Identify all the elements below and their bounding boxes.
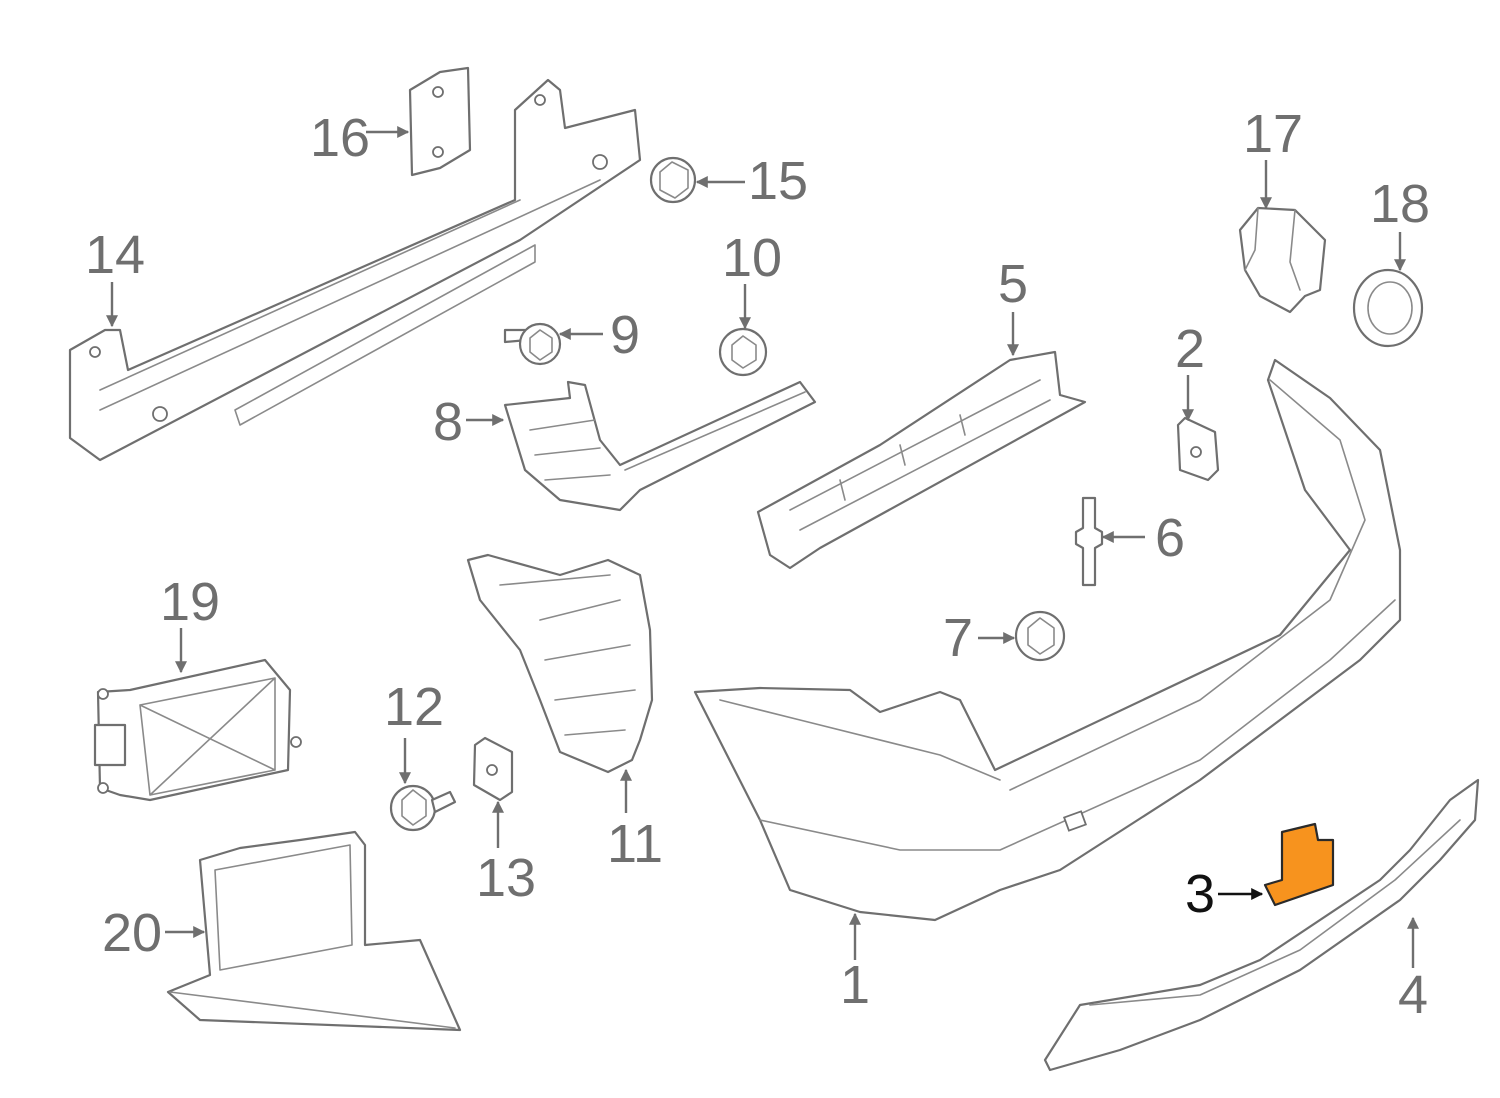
callout-3[interactable]: 3: [1185, 864, 1215, 924]
part-9-bolt[interactable]: [503, 322, 562, 366]
callout-13[interactable]: 13: [476, 848, 536, 908]
callout-4[interactable]: 4: [1398, 965, 1428, 1025]
callout-15[interactable]: 15: [748, 151, 808, 211]
callout-14[interactable]: 14: [85, 225, 145, 285]
part-11-corner-bracket[interactable]: [466, 553, 654, 774]
callout-1[interactable]: 1: [840, 955, 870, 1015]
callout-2[interactable]: 2: [1175, 319, 1205, 379]
part-15-nut[interactable]: [649, 156, 697, 204]
part-19-radar-module[interactable]: [93, 658, 302, 802]
callout-10[interactable]: 10: [722, 228, 782, 288]
part-7-nut[interactable]: [1014, 610, 1066, 662]
callout-9[interactable]: 9: [610, 305, 640, 365]
part-10-nut[interactable]: [718, 327, 768, 377]
callout-16[interactable]: 16: [310, 108, 370, 168]
part-14-reinforcement-beam[interactable]: [68, 78, 642, 462]
callout-20[interactable]: 20: [102, 903, 162, 963]
part-2-clip[interactable]: [1176, 416, 1220, 482]
part-16-bracket-plate[interactable]: [408, 66, 472, 177]
part-20-radar-cover[interactable]: [166, 830, 462, 1032]
callout-8[interactable]: 8: [433, 392, 463, 452]
part-12-bolt[interactable]: [389, 784, 457, 832]
part-5-energy-absorber[interactable]: [756, 350, 1087, 570]
callout-6[interactable]: 6: [1155, 508, 1185, 568]
part-4-lower-valance[interactable]: [1043, 778, 1480, 1072]
callout-5[interactable]: 5: [998, 254, 1028, 314]
callout-11[interactable]: 11: [607, 814, 663, 874]
callout-19[interactable]: 19: [160, 572, 220, 632]
part-13-clip[interactable]: [472, 736, 514, 802]
callout-17[interactable]: 17: [1243, 104, 1303, 164]
part-3-highlighted-bracket[interactable]: [1263, 822, 1335, 907]
callout-18[interactable]: 18: [1370, 174, 1430, 234]
callout-7[interactable]: 7: [943, 608, 973, 668]
part-18-sensor-ring[interactable]: [1352, 268, 1424, 348]
callout-12[interactable]: 12: [384, 677, 444, 737]
leader-lines: [106, 126, 1419, 968]
callout-labels: 1 2 3 4 5 6 7 8 9 10 11 12 13 14 15 16 1…: [85, 104, 1430, 1025]
part-8-side-bracket[interactable]: [503, 380, 817, 512]
part-6-stud[interactable]: [1074, 496, 1104, 587]
part-17-parking-sensor[interactable]: [1238, 206, 1327, 314]
part-1-bumper-cover[interactable]: [693, 358, 1402, 922]
